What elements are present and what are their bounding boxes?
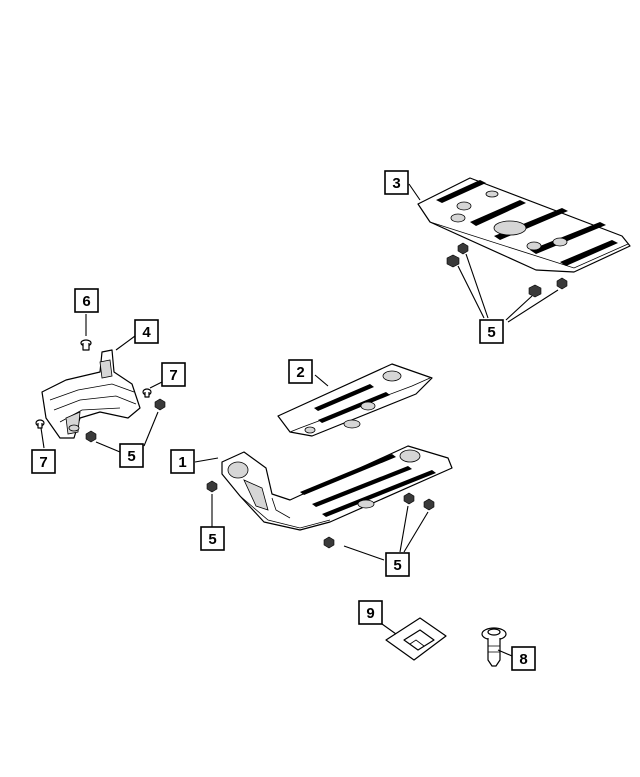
callout-7-left: 7 (31, 449, 56, 474)
svg-text:5: 5 (127, 448, 135, 465)
part-3-nuts (446, 242, 568, 298)
svg-text:7: 7 (39, 454, 47, 471)
svg-text:1: 1 (178, 454, 186, 471)
callout-7-right: 7 (161, 362, 186, 387)
svg-text:4: 4 (142, 324, 151, 341)
callout-1: 1 (170, 449, 195, 474)
callout-5-left: 5 (119, 443, 144, 468)
callout-8: 8 (511, 646, 536, 671)
part-4-shield (41, 349, 141, 439)
svg-text:5: 5 (208, 531, 216, 548)
part-2-skid-plate (277, 363, 433, 437)
callout-6: 6 (74, 288, 99, 313)
part-1-skid-plate (221, 445, 453, 531)
part-7-fasteners (35, 388, 152, 429)
part-6-bolt (80, 339, 92, 351)
callout-5-lower-right: 5 (385, 552, 410, 577)
part-8-push-pin (481, 627, 507, 667)
part-9-pad (385, 617, 447, 661)
svg-text:7: 7 (169, 367, 177, 384)
callout-5-center: 5 (200, 526, 225, 551)
svg-text:8: 8 (519, 651, 527, 668)
leader-lines (40, 183, 559, 657)
svg-text:3: 3 (392, 175, 400, 192)
svg-text:5: 5 (393, 557, 401, 574)
callout-2: 2 (288, 359, 313, 384)
svg-text:6: 6 (82, 293, 90, 310)
svg-text:5: 5 (487, 324, 495, 341)
svg-text:9: 9 (366, 605, 374, 622)
svg-text:2: 2 (296, 364, 304, 381)
part-4-nuts (85, 398, 166, 443)
callout-4: 4 (134, 319, 159, 344)
callout-5-top-right: 5 (479, 319, 504, 344)
part-3-skid-plate (417, 177, 631, 273)
callout-9: 9 (358, 600, 383, 625)
callout-3: 3 (384, 170, 409, 195)
part-1-nuts (206, 480, 435, 549)
